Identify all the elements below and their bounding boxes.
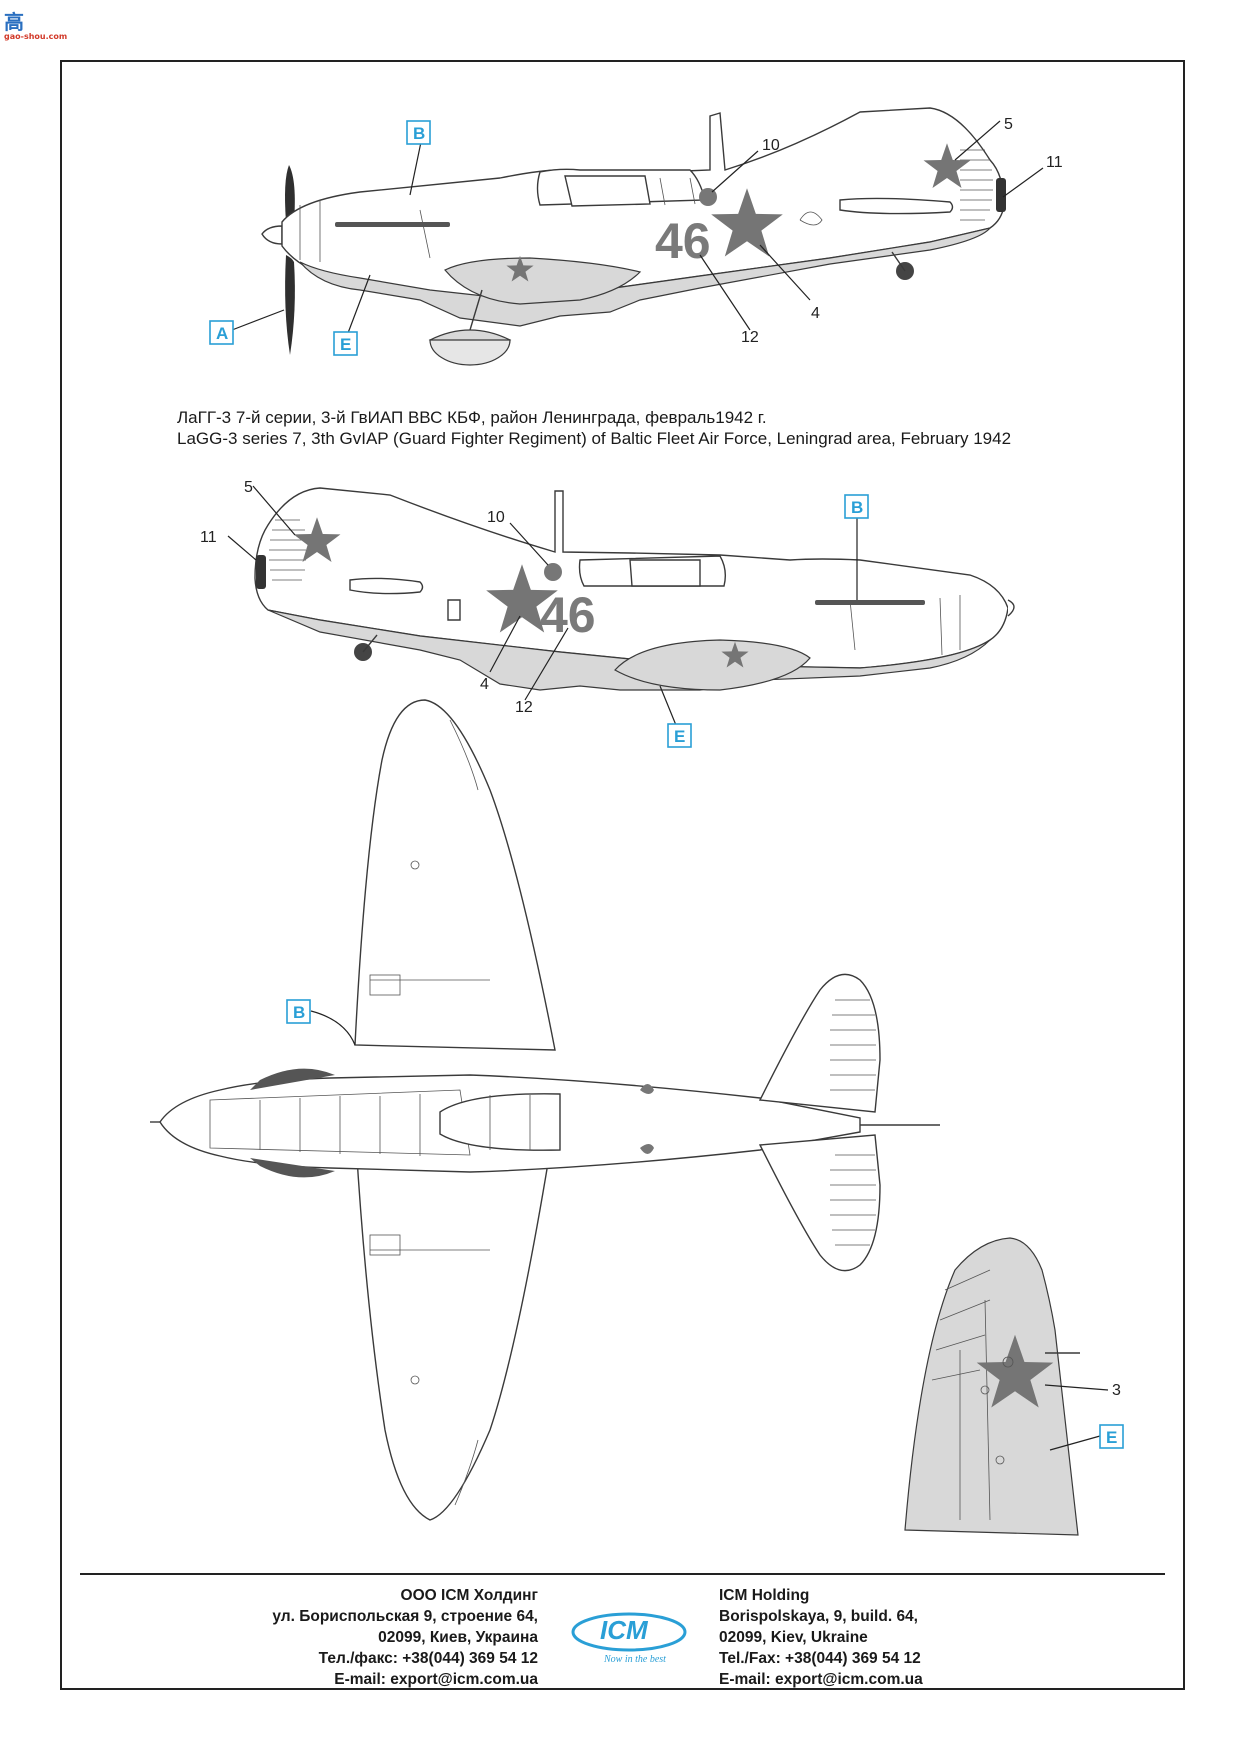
footer-en-line: 02099, Kiev, Ukraine — [719, 1629, 868, 1646]
top-view — [150, 699, 940, 1521]
side-view-right: 46 — [254, 487, 1015, 691]
icm-logo: ICM Now in the best — [571, 1612, 687, 1665]
footer-ru-line: ул. Бориспольская 9, строение 64, — [272, 1608, 538, 1625]
num-11-b: 11 — [200, 529, 217, 546]
footer-ru-line: Тел./факс: +38(044) 369 54 12 — [318, 1650, 538, 1667]
num-3: 3 — [1112, 1382, 1121, 1399]
num-4: 4 — [811, 305, 820, 322]
aircraft-caption: ЛаГГ-3 7-й серии, 3-й ГвИАП ВВС КБФ, рай… — [177, 407, 1011, 449]
wing-underside-panel — [904, 1237, 1079, 1536]
wing-lower — [354, 1119, 556, 1521]
caption-en: LaGG-3 series 7, 3th GvIAP (Guard Fighte… — [177, 429, 1012, 448]
wing-upper — [354, 699, 556, 1051]
callout-B-3: B — [293, 1003, 305, 1022]
footer-en-line: ICM Holding — [719, 1587, 810, 1604]
callout-E: E — [340, 335, 351, 354]
num-10-b: 10 — [487, 509, 505, 526]
underside-camo — [299, 227, 992, 327]
caption-ru: ЛаГГ-3 7-й серии, 3-й ГвИАП ВВС КБФ, рай… — [177, 408, 767, 427]
num-12-b: 12 — [515, 699, 533, 716]
num-5-b: 5 — [244, 479, 253, 496]
footer-ru-line: ООО ICM Холдинг — [400, 1587, 538, 1604]
watermark-glyph: 高 — [4, 10, 25, 34]
callout-B-2: B — [851, 498, 863, 517]
footer-en-line: Borispolskaya, 9, build. 64, — [719, 1608, 918, 1625]
wing-underside — [904, 1237, 1080, 1536]
tailplane-upper — [758, 973, 881, 1113]
num-12: 12 — [741, 329, 759, 346]
callout-A: A — [216, 324, 228, 343]
footer-ru-line: 02099, Киев, Украина — [378, 1629, 538, 1646]
num-4-b: 4 — [480, 676, 489, 693]
callout-E-3: E — [1106, 1428, 1117, 1447]
footer-address-en: ICM Holding Borispolskaya, 9, build. 64,… — [719, 1585, 923, 1690]
callout-E-2: E — [674, 727, 685, 746]
watermark-site: gao-shou.com — [4, 32, 68, 41]
logo-text: ICM — [600, 1615, 649, 1645]
tail-number: 46 — [655, 213, 711, 269]
logo-slogan: Now in the best — [603, 1654, 666, 1665]
footer-en-email[interactable]: E-mail: export@icm.com.ua — [719, 1671, 923, 1688]
side-view-left-callouts: A B E 5 10 11 4 12 — [209, 116, 1063, 356]
side-view-right-callouts: 5 11 10 4 12 B E — [200, 479, 869, 748]
footer-divider — [80, 1573, 1165, 1575]
num-10: 10 — [762, 137, 780, 154]
tailplane-lower — [758, 1134, 881, 1272]
num-11: 11 — [1046, 154, 1063, 171]
watermark-logo: 高 gao-shou.com — [4, 6, 67, 41]
top-view-callouts: B — [286, 999, 356, 1046]
wing-underside-callouts: 3 E — [1044, 1382, 1124, 1451]
footer-en-line: Tel./Fax: +38(044) 369 54 12 — [719, 1650, 921, 1667]
footer-address-ru: ООО ICM Холдинг ул. Бориспольская 9, стр… — [272, 1585, 538, 1690]
num-5: 5 — [1004, 116, 1013, 133]
footer-ru-email[interactable]: E-mail: export@icm.com.ua — [334, 1671, 538, 1688]
tail-number-2: 46 — [540, 587, 596, 643]
side-view-left: 46 — [261, 107, 1006, 366]
page-frame — [60, 60, 1185, 1690]
callout-B: B — [413, 124, 425, 143]
propeller — [261, 165, 295, 355]
